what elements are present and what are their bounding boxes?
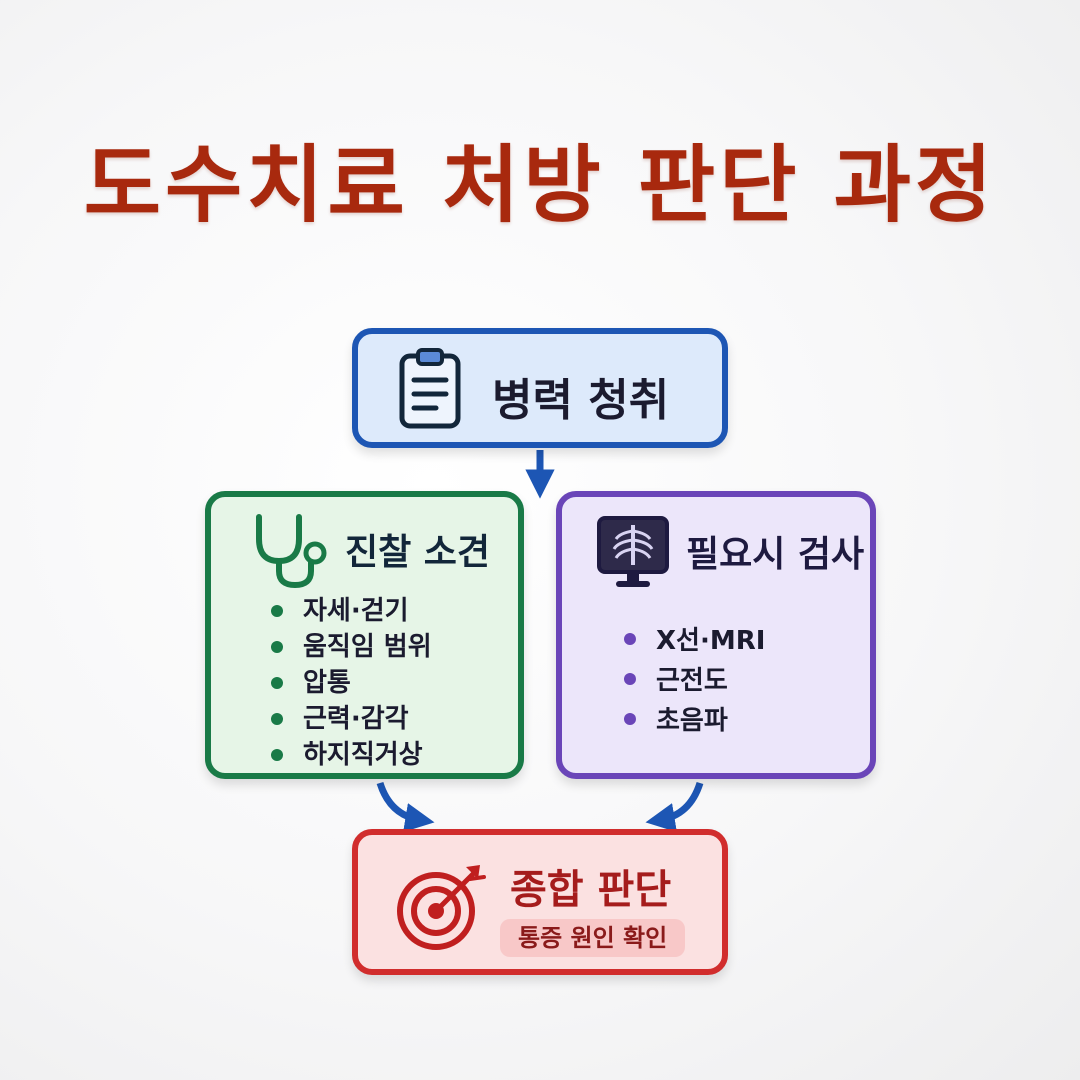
bullet-icon [271, 713, 283, 725]
node-exam: 진찰 소견 자세·걷기 움직임 범위 압통 근력·감각 하지직거상 [205, 491, 524, 779]
bullet-icon [271, 677, 283, 689]
xray-monitor-icon [596, 515, 670, 595]
list-item: 자세·걷기 [271, 593, 432, 629]
clipboard-icon [398, 346, 462, 434]
node-judgment: 종합 판단 통증 원인 확인 [352, 829, 728, 975]
stethoscope-icon [249, 513, 333, 593]
arrow-exam-to-judgment [376, 781, 435, 833]
node-exam-label: 진찰 소견 [345, 532, 491, 573]
bullet-icon [271, 605, 283, 617]
exam-item-list: 자세·걷기 움직임 범위 압통 근력·감각 하지직거상 [271, 593, 432, 773]
bullet-icon [271, 749, 283, 761]
arrow-tests-to-judgment [645, 781, 704, 833]
list-item: 하지직거상 [271, 737, 432, 773]
tests-item-list: X선·MRI 근전도 초음파 [624, 621, 765, 741]
page-title: 도수치료 처방 판단 과정 [83, 136, 997, 234]
list-item: 압통 [271, 665, 432, 701]
node-tests-label: 필요시 검사 [686, 534, 865, 575]
bullet-icon [624, 633, 636, 645]
bullet-icon [624, 713, 636, 725]
cause-confirm-badge: 통증 원인 확인 [500, 919, 686, 957]
list-item: X선·MRI [624, 621, 765, 661]
list-item: 근전도 [624, 661, 765, 701]
node-history-label: 병력 청취 [492, 375, 670, 426]
list-item: 근력·감각 [271, 701, 432, 737]
target-arrow-icon [396, 857, 488, 957]
bullet-icon [624, 673, 636, 685]
list-item: 움직임 범위 [271, 629, 432, 665]
list-item: 초음파 [624, 701, 765, 741]
node-history: 병력 청취 [352, 328, 728, 448]
node-tests: 필요시 검사 X선·MRI 근전도 초음파 [556, 491, 876, 779]
node-judgment-label: 종합 판단 [510, 867, 672, 913]
bullet-icon [271, 641, 283, 653]
